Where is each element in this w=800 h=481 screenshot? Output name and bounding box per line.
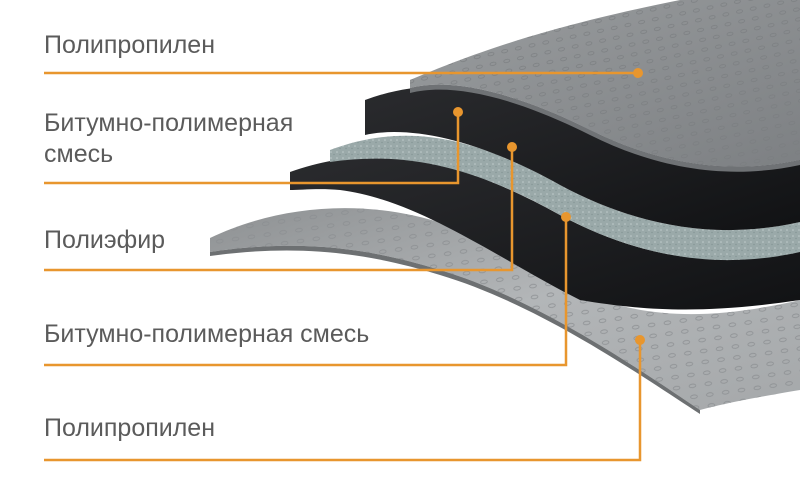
leader-lines <box>44 68 645 462</box>
label-bitumen-upper: Битумно-полимерная смесь <box>44 109 294 168</box>
layer-polypropylene-bottom-texture <box>210 208 800 410</box>
leader-polyester-dot <box>507 142 517 152</box>
layer-bitumen-upper <box>365 86 800 231</box>
label-polypropylene-bottom: Полипропилен <box>44 414 216 442</box>
layer-polypropylene-top-texture <box>410 0 800 167</box>
layer-polypropylene-bottom-edge <box>210 245 700 414</box>
layer-bitumen-lower <box>290 156 800 310</box>
label-bitumen-lower: Битумно-полимерная смесь <box>44 320 370 348</box>
leader-polyester <box>44 147 514 272</box>
leader-polypropylene-top-dot <box>633 68 643 78</box>
leader-bitumen-upper <box>44 112 460 185</box>
label-polypropylene-top: Полипропилен <box>44 31 216 59</box>
leader-bitumen-upper-dot <box>453 107 463 117</box>
layer-polyester-texture <box>330 135 800 261</box>
label-polyester: Полиэфир <box>44 226 166 254</box>
leader-bitumen-lower <box>44 217 568 367</box>
leader-polypropylene-bottom <box>44 340 642 462</box>
leader-polypropylene-bottom-dot <box>635 335 645 345</box>
leader-bitumen-lower-dot <box>561 212 571 222</box>
